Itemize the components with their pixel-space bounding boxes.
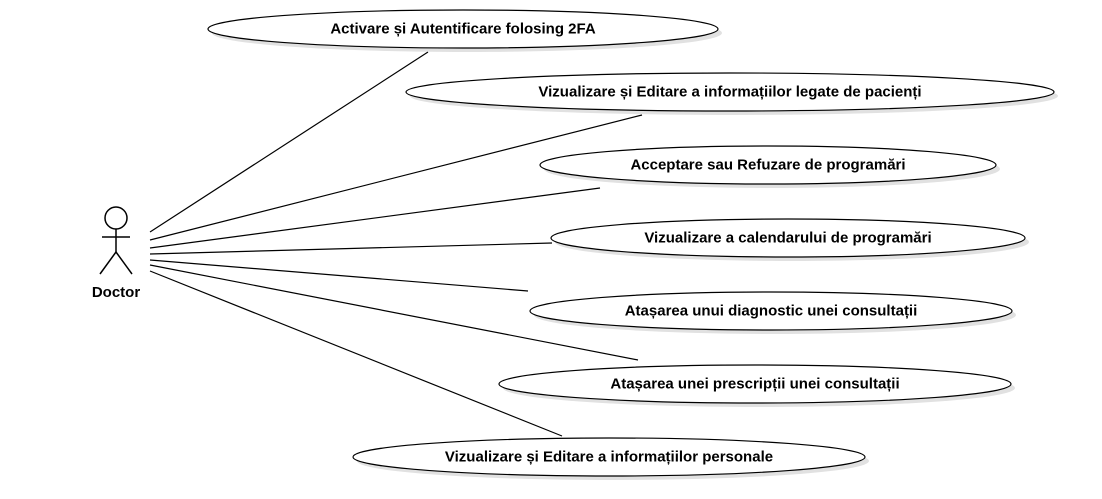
use-case-ellipse	[352, 437, 866, 477]
association-line-5[interactable]	[149, 259, 529, 292]
use-case-acceptare-programari[interactable]: Acceptare sau Refuzare de programări	[539, 145, 1000, 188]
association-line-3[interactable]	[149, 187, 601, 249]
use-case-activare-2fa[interactable]: Activare și Autentificare folosing 2FA	[207, 9, 722, 52]
use-case-label: Vizualizare și Editare a informațiilor l…	[538, 84, 921, 101]
use-case-label: Vizualizare și Editare a informațiilor p…	[445, 449, 773, 466]
actor-right-leg	[115, 251, 133, 275]
use-case-label: Activare și Autentificare folosing 2FA	[330, 21, 596, 38]
actor-label: Doctor	[92, 284, 140, 301]
association-line-4[interactable]	[149, 242, 553, 255]
actor-doctor[interactable]	[99, 206, 133, 275]
use-case-ellipse	[405, 72, 1055, 112]
use-case-ellipse	[550, 218, 1026, 258]
use-case-editare-pacienti[interactable]: Vizualizare și Editare a informațiilor l…	[405, 72, 1058, 115]
use-case-ellipse	[529, 291, 1013, 331]
use-case-prescriptie[interactable]: Atașarea unei prescripții unei consultaț…	[498, 364, 1015, 407]
association-line-6[interactable]	[149, 264, 639, 361]
use-case-label: Atașarea unei prescripții unei consultaț…	[610, 376, 899, 393]
use-case-ellipse	[207, 9, 719, 49]
association-line-2[interactable]	[149, 114, 643, 241]
association-line-1[interactable]	[149, 51, 429, 233]
association-line-7[interactable]	[149, 270, 563, 437]
use-case-ellipse	[498, 364, 1012, 404]
use-case-label: Atașarea unui diagnostic unei consultați…	[625, 303, 918, 320]
use-case-diagnostic[interactable]: Atașarea unui diagnostic unei consultați…	[529, 291, 1016, 334]
actor-left-leg	[99, 251, 117, 275]
use-case-ellipse	[539, 145, 997, 185]
associations	[149, 51, 643, 437]
use-case-calendar[interactable]: Vizualizare a calendarului de programări	[550, 218, 1029, 261]
use-case-label: Acceptare sau Refuzare de programări	[630, 157, 905, 174]
use-case-informatii-personale[interactable]: Vizualizare și Editare a informațiilor p…	[352, 437, 869, 480]
use-case-label: Vizualizare a calendarului de programări	[644, 230, 931, 247]
actor-head	[104, 206, 128, 230]
